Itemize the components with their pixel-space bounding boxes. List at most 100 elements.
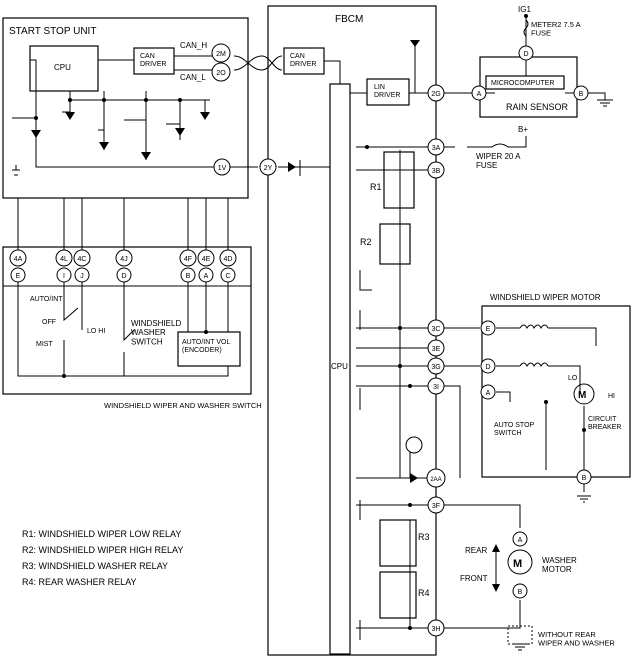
can-twisted-pair bbox=[233, 55, 283, 71]
svg-text:E: E bbox=[486, 326, 491, 333]
svg-text:B: B bbox=[579, 91, 584, 98]
relay-r2-box bbox=[379, 223, 411, 265]
encoder-box bbox=[177, 331, 241, 367]
rain-sensor-label: RAIN SENSOR bbox=[506, 102, 569, 112]
pin-4e: 4E bbox=[197, 249, 215, 267]
2y-diode-icon bbox=[288, 162, 296, 172]
pin-wm-b: B bbox=[576, 469, 592, 485]
pin-sw-d: D bbox=[116, 267, 132, 283]
bplus-label: B+ bbox=[518, 125, 528, 134]
pin-3f: 3F bbox=[427, 496, 445, 514]
legend-r1: R1: WINDSHIELD WIPER LOW RELAY bbox=[22, 529, 181, 539]
pin-wm-a: A bbox=[480, 384, 496, 400]
svg-text:2AA: 2AA bbox=[430, 477, 441, 483]
fbcm-relay-rails bbox=[399, 150, 411, 628]
svg-text:2M: 2M bbox=[216, 51, 226, 58]
svg-text:I: I bbox=[63, 273, 65, 280]
pin-wm-d: D bbox=[480, 358, 496, 374]
wiper-motor-wiring bbox=[444, 327, 597, 492]
svg-text:4A: 4A bbox=[14, 256, 23, 263]
pin-wash-a: A bbox=[512, 531, 528, 547]
pin-1v: 1V bbox=[213, 158, 231, 176]
svg-text:3B: 3B bbox=[432, 168, 441, 175]
can-h-label: CAN_H bbox=[180, 41, 207, 50]
pin-3e: 3E bbox=[427, 339, 445, 357]
wiper-switch-contacts bbox=[17, 282, 229, 377]
pin-sw-b: B bbox=[180, 267, 196, 283]
svg-text:E: E bbox=[16, 273, 21, 280]
relay-r1-label: R1 bbox=[370, 182, 382, 192]
svg-text:3G: 3G bbox=[431, 364, 440, 371]
pin-rs-a: A bbox=[471, 85, 487, 101]
svg-text:4E: 4E bbox=[202, 256, 211, 263]
ssu-can-driver-box bbox=[133, 47, 175, 75]
legend-r4: R4: REAR WASHER RELAY bbox=[22, 577, 137, 587]
wiper-switch-box bbox=[2, 246, 252, 395]
svg-text:2O: 2O bbox=[216, 70, 226, 77]
pin-sw-a: A bbox=[198, 267, 214, 283]
svg-text:2G: 2G bbox=[431, 91, 440, 98]
svg-text:4L: 4L bbox=[60, 256, 68, 263]
wiper-hi-label: HI bbox=[608, 393, 615, 400]
svg-text:2Y: 2Y bbox=[264, 165, 273, 172]
svg-text:3H: 3H bbox=[432, 626, 441, 633]
pin-4l: 4L bbox=[55, 249, 73, 267]
fbcm-transistor-leads bbox=[359, 270, 372, 640]
svg-text:A: A bbox=[518, 537, 523, 544]
pin-3a: 3A bbox=[427, 138, 445, 156]
washer-motor-m: M bbox=[513, 558, 522, 570]
pin-3c: 3C bbox=[427, 319, 445, 337]
encoder-label: AUTO/INT VOL(ENCODER) bbox=[182, 339, 230, 354]
washer-ground-icon bbox=[512, 643, 528, 651]
pin-wm-e: E bbox=[480, 320, 496, 336]
fbcm-2y-input bbox=[278, 160, 330, 176]
lin-diode-icon bbox=[410, 40, 420, 47]
svg-text:C: C bbox=[225, 273, 230, 280]
2aa-diode-icon bbox=[410, 473, 418, 483]
wiper-motor-coils bbox=[519, 324, 549, 367]
washer-motor-icon bbox=[507, 549, 533, 575]
can-l-label: CAN_L bbox=[180, 73, 206, 82]
start-stop-unit-box bbox=[2, 17, 249, 199]
wiper-motor-ground-icon bbox=[577, 495, 591, 503]
junction-dots bbox=[34, 98, 586, 630]
wiper-motor-icon bbox=[573, 383, 595, 405]
washer-motor-wiring bbox=[444, 504, 521, 629]
lo-hi-label: LO HI bbox=[87, 328, 105, 335]
svg-text:3I: 3I bbox=[433, 384, 439, 391]
pin-2y: 2Y bbox=[259, 158, 277, 176]
pin-2o: 2O bbox=[211, 62, 231, 82]
fbcm-can-lin-wiring bbox=[324, 60, 428, 94]
svg-text:3A: 3A bbox=[432, 145, 441, 152]
fbcm-mosfet-icon bbox=[405, 436, 423, 454]
fbcm-output-bus bbox=[356, 146, 428, 629]
rear-label: REAR bbox=[465, 546, 487, 555]
pin-3i: 3I bbox=[427, 377, 445, 395]
off-label: OFF bbox=[42, 319, 56, 326]
rain-sensor-wires bbox=[444, 92, 606, 100]
front-label: FRONT bbox=[460, 574, 488, 583]
svg-text:D: D bbox=[523, 51, 528, 58]
legend-r2: R2: WINDSHIELD WIPER HIGH RELAY bbox=[22, 545, 183, 555]
svg-text:3F: 3F bbox=[432, 503, 440, 510]
ssu-resistor-taps bbox=[62, 111, 180, 131]
without-rear-box bbox=[507, 625, 533, 645]
pin-4j: 4J bbox=[115, 249, 133, 267]
pin-fuse-d: D bbox=[518, 45, 534, 61]
svg-text:1V: 1V bbox=[218, 165, 227, 172]
svg-text:4F: 4F bbox=[184, 256, 192, 263]
svg-text:4C: 4C bbox=[78, 256, 87, 263]
wiper-motor-m: M bbox=[578, 390, 586, 401]
svg-text:B: B bbox=[582, 475, 587, 482]
ssu-switch-lines bbox=[69, 91, 206, 160]
wiper-motor-title: WINDSHIELD WIPER MOTOR bbox=[490, 293, 601, 302]
relay-r4-label: R4 bbox=[418, 588, 430, 598]
